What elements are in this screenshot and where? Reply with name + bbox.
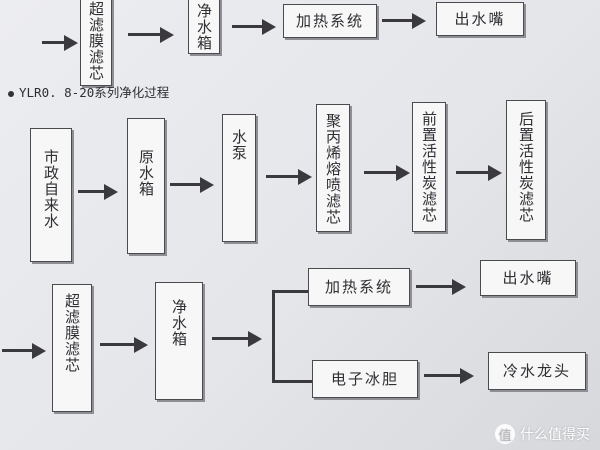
- section-title-text: YLR0. 8-20系列净化过程: [19, 85, 170, 100]
- box-ultrafiltration-membrane-filter: 超滤膜滤芯: [52, 284, 92, 412]
- box-clean-water-tank-top: 净水箱: [188, 0, 220, 54]
- arrow: [78, 183, 118, 201]
- box-raw-water-tank: 原水箱: [127, 118, 165, 254]
- arrow: [456, 164, 502, 182]
- box-water-pump: 水泵: [222, 114, 256, 242]
- arrow: [170, 176, 214, 194]
- arrow: [100, 336, 148, 354]
- arrow: [212, 330, 262, 348]
- watermark-text: 什么值得买: [520, 427, 590, 443]
- box-clean-water-tank: 净水箱: [155, 282, 203, 400]
- arrow: [382, 12, 426, 30]
- arrow: [266, 168, 312, 186]
- smzdm-logo-icon: 值: [495, 424, 515, 444]
- box-water-outlet-top: 出水嘴: [436, 2, 524, 36]
- arrow: [416, 278, 466, 296]
- box-post-activated-carbon-filter: 后置活性炭滤芯: [506, 100, 546, 240]
- box-ultrafiltration-filter-top: 超滤膜滤芯: [80, 0, 112, 86]
- arrow: [2, 342, 46, 360]
- box-polypropylene-meltblown-filter: 聚丙烯熔喷滤芯: [316, 104, 350, 232]
- arrow: [364, 164, 410, 182]
- box-water-outlet: 出水嘴: [480, 260, 576, 296]
- box-pre-activated-carbon-filter: 前置活性炭滤芯: [412, 102, 446, 232]
- box-municipal-tap-water: 市政自来水: [30, 128, 72, 262]
- arrow: [128, 26, 174, 44]
- branch-connector: [272, 290, 308, 293]
- box-electronic-cooling-tank: 电子冰胆: [312, 360, 418, 398]
- arrow: [42, 34, 78, 52]
- bullet-dot-icon: [8, 90, 14, 97]
- watermark: 值 什么值得买: [495, 424, 590, 444]
- box-heating-system-top: 加热系统: [283, 4, 377, 38]
- branch-connector: [272, 290, 275, 382]
- arrow: [424, 367, 474, 385]
- section-title: YLR0. 8-20系列净化过程: [8, 82, 169, 101]
- arrow: [232, 18, 276, 36]
- branch-connector: [272, 380, 312, 383]
- box-heating-system: 加热系统: [308, 268, 410, 306]
- box-cold-water-faucet: 冷水龙头: [488, 352, 586, 390]
